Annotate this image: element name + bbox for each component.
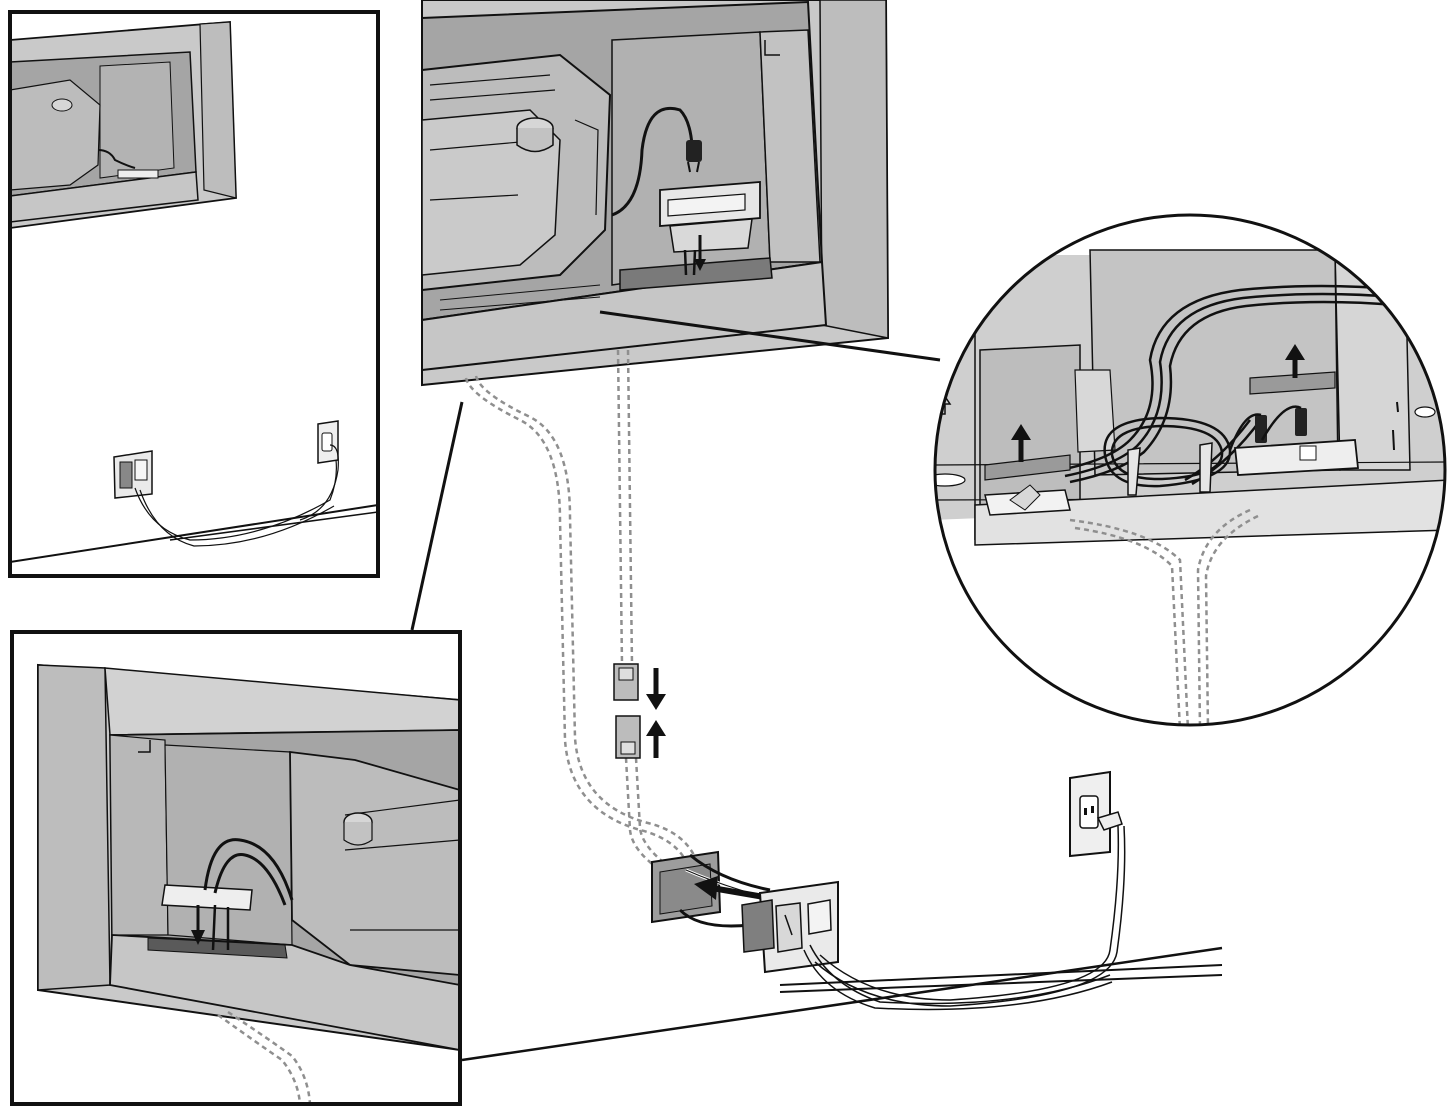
arrow-up-icon (1011, 424, 1031, 462)
arrow-down-icon (191, 905, 205, 945)
cable-connector (613, 663, 666, 759)
arrow-up-icon (1285, 344, 1305, 378)
baseboard (461, 946, 1223, 1062)
interior-bracket (421, 53, 612, 311)
arrow-down-icon (646, 668, 666, 710)
wall-outlet (1069, 770, 1123, 858)
wall-box (651, 850, 839, 974)
leader-line-circle (599, 310, 941, 362)
power-block (619, 181, 773, 291)
floor-cables (803, 825, 1126, 1011)
hidden-cable-path (464, 349, 700, 872)
inset-panel-install (10, 630, 462, 1106)
main-panel (421, 0, 941, 387)
power-cable (611, 107, 702, 217)
arrow-up-icon (646, 720, 666, 758)
inset-wall-view (8, 10, 380, 578)
detail-circle (933, 213, 1447, 727)
leader-line-inset (410, 401, 464, 631)
